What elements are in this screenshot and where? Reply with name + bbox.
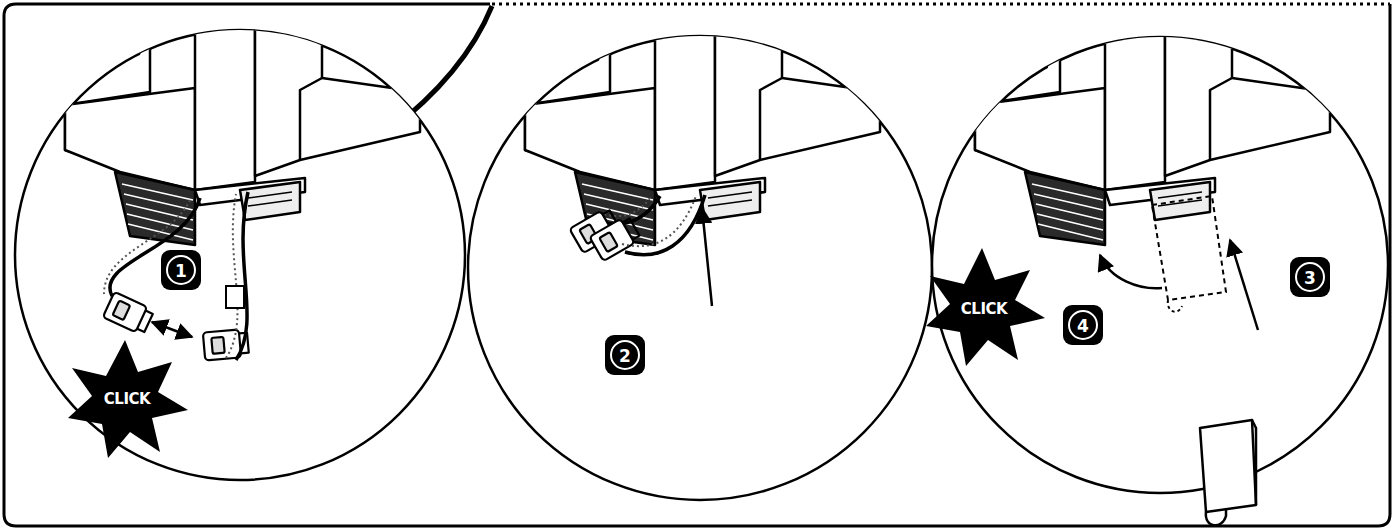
step-panel xyxy=(926,0,1388,525)
frame-dotted xyxy=(492,3,1390,6)
callout-badge xyxy=(1290,257,1330,297)
click-starburst xyxy=(926,248,1045,366)
click-text: CLICK xyxy=(961,302,1007,317)
clip-part xyxy=(1200,420,1256,525)
step-panel xyxy=(468,0,932,500)
click-text: CLICK xyxy=(104,392,150,407)
click-starburst xyxy=(68,340,188,458)
callout-number: 4 xyxy=(1077,318,1089,335)
callout-number: 1 xyxy=(175,263,187,280)
step-panel xyxy=(15,0,465,480)
callout-badge xyxy=(605,335,645,375)
callout-badge xyxy=(161,250,201,290)
callout-number: 3 xyxy=(1304,270,1316,287)
callout-badge xyxy=(1063,305,1103,345)
callout-number: 2 xyxy=(619,348,631,365)
